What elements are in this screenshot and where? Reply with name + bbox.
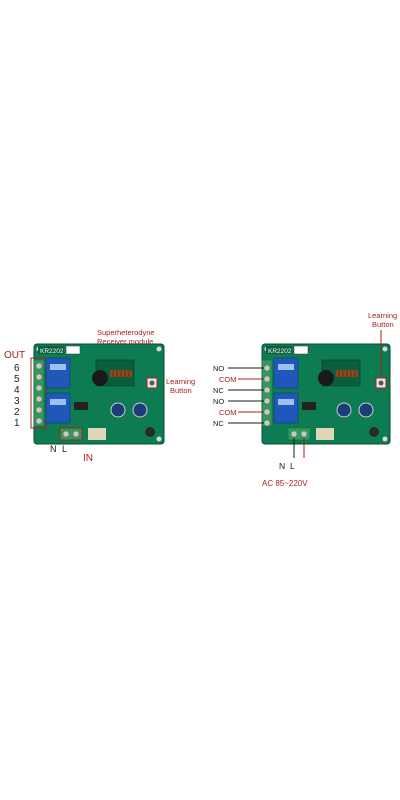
right-relay-2 (273, 392, 299, 424)
left-mount-hole (156, 346, 162, 352)
terminal-screw (72, 430, 80, 438)
contact-label-nc: NC (213, 419, 224, 428)
right-mount-hole (382, 436, 388, 442)
right-relay-board: KR2202 (261, 343, 391, 445)
terminal-screw (35, 362, 43, 370)
right-relay-1-label (278, 364, 294, 370)
right-capacitor (358, 402, 374, 418)
left-in-label: IN (83, 453, 93, 464)
channel-number: 2 (14, 407, 20, 418)
right-terminal-screws (263, 364, 271, 427)
left-learning-button-cap (149, 380, 155, 386)
left-relay-2-label (50, 399, 66, 405)
right-capacitor (336, 402, 352, 418)
left-learning-label-line2: Button (170, 386, 192, 395)
contact-label-no: NO (213, 397, 224, 406)
left-antenna-coil (110, 370, 132, 377)
right-relay-2-label (278, 399, 294, 405)
right-model-label: KR2202 (268, 348, 292, 355)
terminal-screw (35, 373, 43, 381)
right-contact-labels: NO COM NC NO COM NC (213, 364, 237, 428)
terminal-screw (290, 430, 298, 438)
contact-label-no: NO (213, 364, 224, 373)
terminal-screw (300, 430, 308, 438)
left-capacitor (110, 402, 126, 418)
right-learning-label-line2: Button (372, 320, 394, 329)
left-n-label: N (50, 444, 57, 454)
terminal-screw (263, 375, 271, 383)
left-model-label: KR2202 (40, 348, 64, 355)
left-terminal-screws (35, 362, 43, 425)
left-relay-1-label (50, 364, 66, 370)
right-fuse (316, 428, 334, 440)
left-relay-2 (45, 392, 71, 424)
right-learning-label-line1: Learning (368, 311, 397, 320)
right-antenna-coil (336, 370, 358, 377)
right-l-label: L (290, 461, 295, 471)
channel-number: 1 (14, 418, 20, 429)
terminal-screw (35, 395, 43, 403)
right-contact-wires (228, 367, 264, 424)
left-l-label: L (62, 444, 67, 454)
left-fuse (88, 428, 106, 440)
right-mount-hole (382, 346, 388, 352)
left-out-label: OUT (4, 350, 25, 361)
channel-number: 5 (14, 374, 20, 385)
channel-number: 6 (14, 363, 20, 374)
right-power-label: AC 85~220V (262, 479, 308, 488)
left-model-plate (38, 346, 64, 354)
right-n-label: N (279, 461, 285, 471)
terminal-screw (35, 384, 43, 392)
right-buzzer (318, 370, 334, 386)
right-inductor (369, 427, 379, 437)
terminal-screw (263, 364, 271, 372)
left-relay-board: KR2202 (30, 343, 165, 445)
terminal-screw (35, 406, 43, 414)
right-chip (302, 402, 316, 410)
left-learning-label-line1: Learning (166, 377, 195, 386)
left-inductor (145, 427, 155, 437)
terminal-screw (263, 386, 271, 394)
right-model-plate (266, 346, 292, 354)
contact-label-nc: NC (213, 386, 224, 395)
terminal-screw (263, 408, 271, 416)
terminal-screw (62, 430, 70, 438)
right-relay-1 (273, 357, 299, 389)
left-output-terminal-block (33, 359, 45, 427)
terminal-screw (263, 419, 271, 427)
channel-number: 3 (14, 396, 20, 407)
terminal-screw (35, 417, 43, 425)
left-buzzer (92, 370, 108, 386)
left-mount-hole (156, 436, 162, 442)
left-receiver-label-line2: Receiver module (97, 337, 153, 346)
right-learning-button-cap (378, 380, 384, 386)
channel-number: 4 (14, 385, 20, 396)
left-chip (74, 402, 88, 410)
left-capacitor (132, 402, 148, 418)
left-channel-numbers: 6 5 4 3 2 1 (14, 363, 20, 429)
contact-label-com: COM (219, 408, 237, 417)
terminal-screw (263, 397, 271, 405)
left-relay-1 (45, 357, 71, 389)
contact-label-com: COM (219, 375, 237, 384)
right-sticker (293, 345, 309, 355)
left-receiver-label-line1: Superheterodyne (97, 328, 155, 337)
left-sticker (65, 345, 81, 355)
